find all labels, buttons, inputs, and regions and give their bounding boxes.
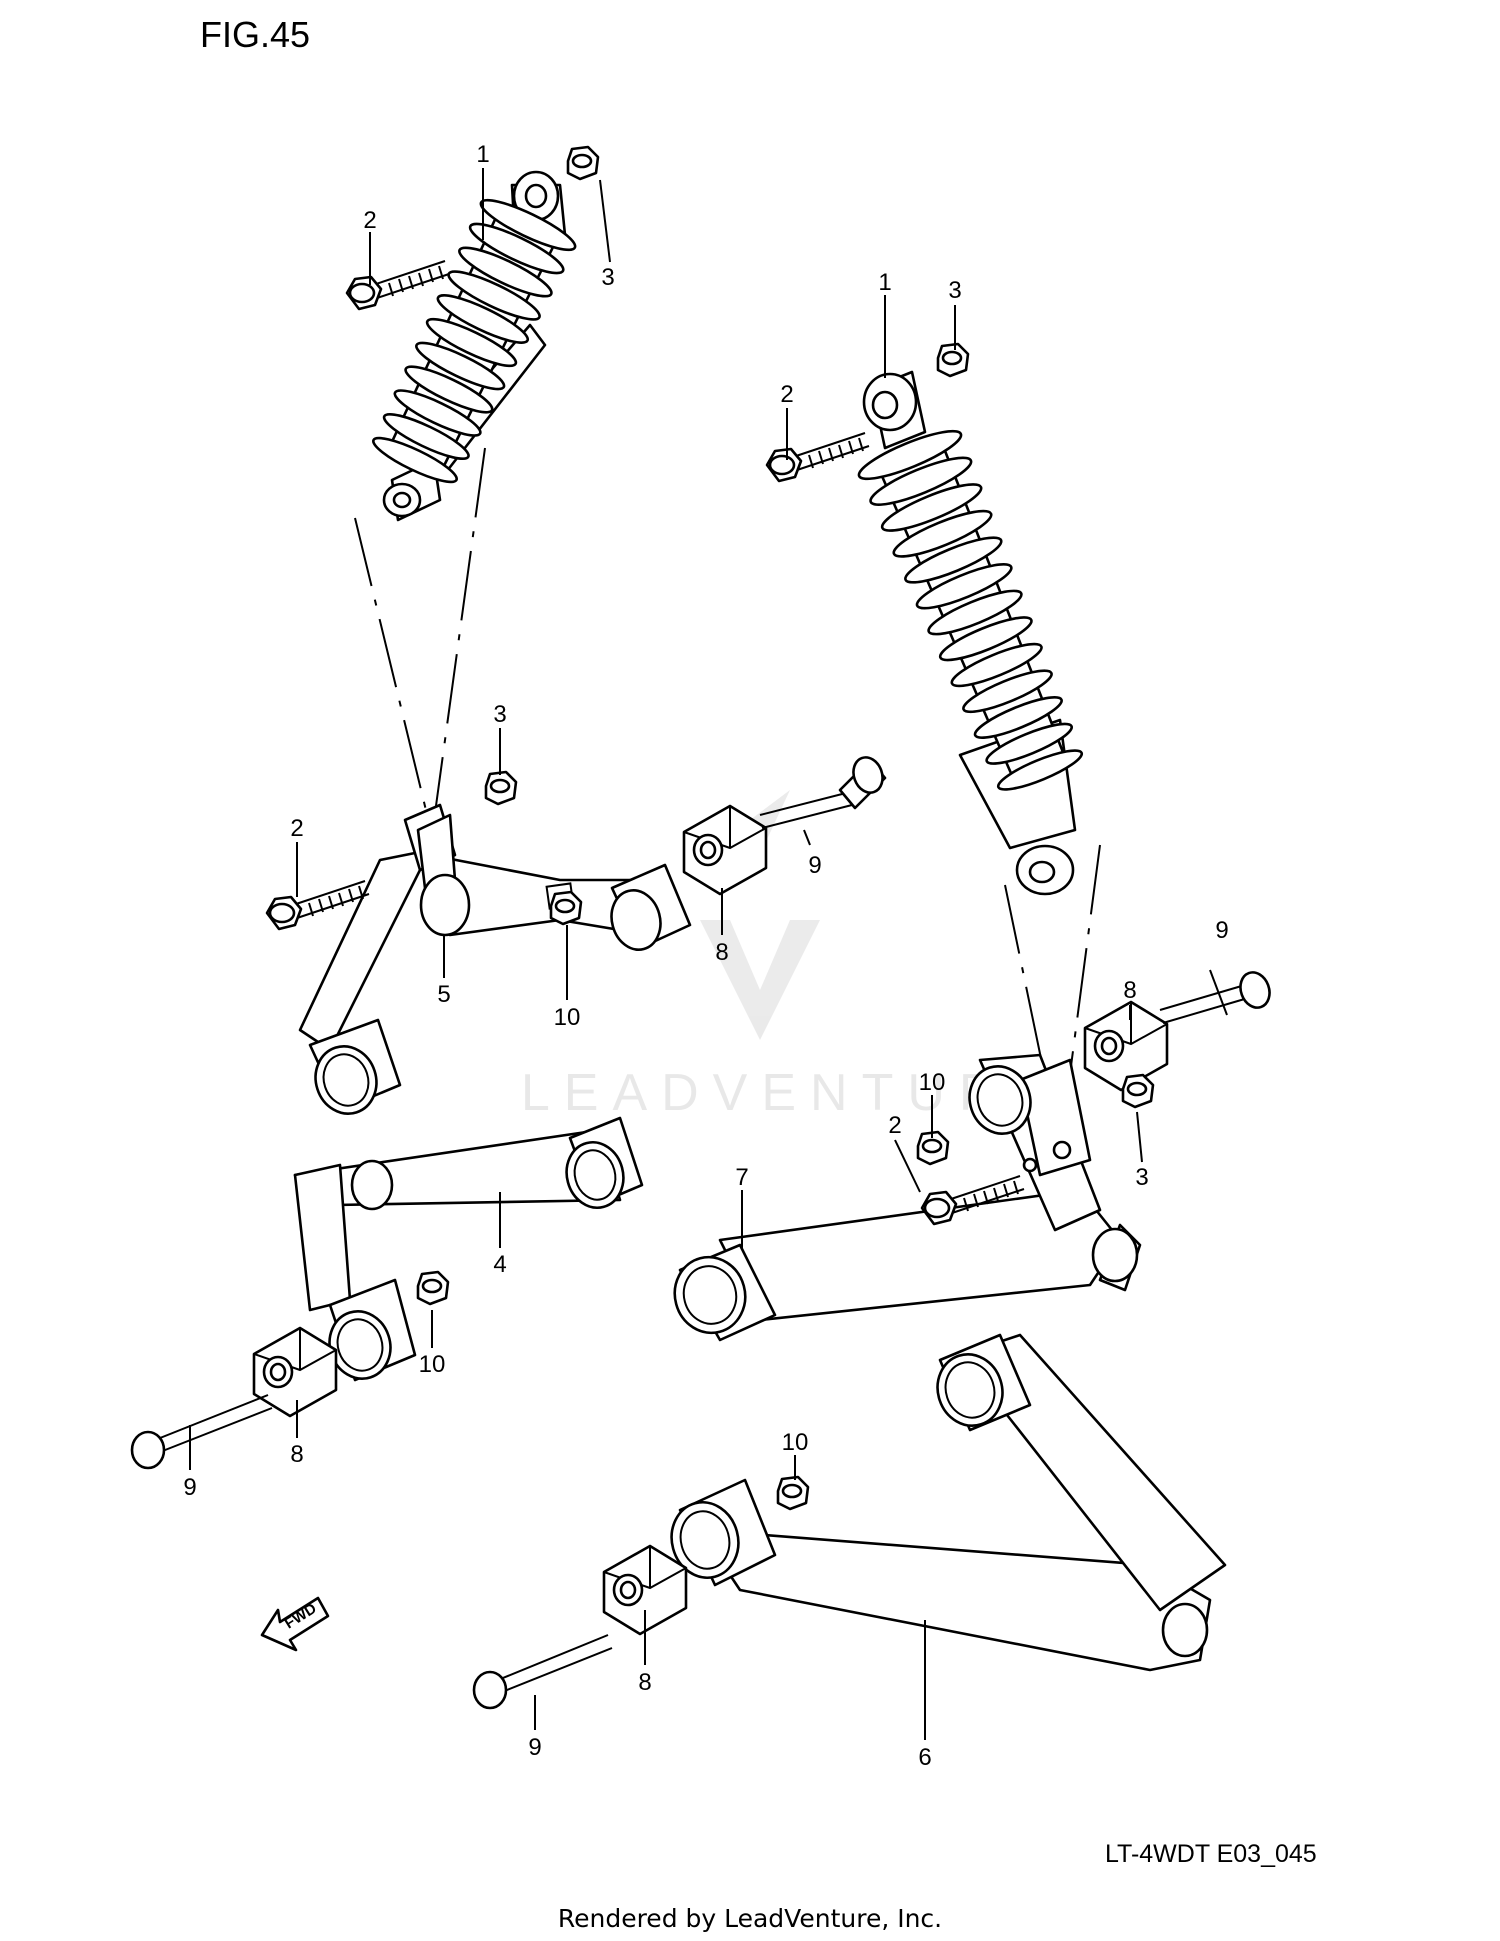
callout-4: 4 [493,1251,506,1278]
spring-coil [869,456,973,506]
callout-8: 8 [638,1669,651,1696]
suspension-arm-7[interactable] [666,1053,1142,1342]
watermark: LEADVENTURE [521,790,1059,1122]
callout-1: 1 [878,269,891,296]
callout-8: 8 [1123,977,1136,1004]
spring-coil [468,222,565,275]
callout-10: 10 [419,1351,446,1378]
callout-9: 9 [808,852,821,879]
shock-absorber-left[interactable] [369,170,580,522]
long-bolt-9[interactable] [1159,968,1274,1024]
watermark-text: LEADVENTURE [521,1064,1059,1122]
spring-coil [382,412,470,461]
spring-coil [415,341,506,391]
spring-coil [425,317,518,368]
callout-7: 7 [735,1164,748,1191]
nut-3[interactable] [936,342,970,378]
callout-3: 3 [601,264,614,291]
callout-3: 3 [948,277,961,304]
callout-5: 5 [437,981,450,1008]
nut-10[interactable] [776,1475,810,1511]
forward-direction-arrow: FWD [260,1596,330,1652]
spring-coil [962,669,1053,714]
nut-3[interactable] [484,770,518,806]
spring-coil [927,589,1023,636]
spring-coil [436,294,530,344]
long-bolt-9[interactable] [472,1634,613,1710]
callout-2: 2 [888,1112,901,1139]
spring-coil [892,509,993,558]
spring-coil [880,483,983,532]
long-bolt-9[interactable] [759,753,887,829]
callout-6: 6 [918,1744,931,1771]
nut-3[interactable] [566,145,600,181]
spring-coil [950,642,1043,688]
assembly-line [431,447,486,836]
bushing-8[interactable] [682,804,768,896]
shock-absorber-right[interactable] [855,370,1086,896]
spring-coil [458,246,553,298]
callout-labels: 1 2 3 1 2 3 3 2 5 10 9 8 9 8 10 2 3 7 4 … [183,141,1228,1771]
callout-8: 8 [290,1441,303,1468]
spring-coil [404,365,494,414]
spring-coil [904,536,1003,584]
figure-title: FIG.45 [200,14,311,55]
assembly-line [354,517,433,836]
bolt-2[interactable] [345,259,451,311]
nut-3[interactable] [1121,1073,1155,1109]
callout-3: 3 [1135,1164,1148,1191]
suspension-arm-6[interactable] [663,1333,1227,1672]
spring-coil [915,562,1013,610]
callout-10: 10 [554,1004,581,1031]
nut-10[interactable] [416,1270,450,1306]
leader-lines [189,168,1228,1740]
rendered-by-footer: Rendered by LeadVenture, Inc. [557,1904,943,1933]
suspension-arm-5[interactable] [298,803,692,1122]
callout-10: 10 [919,1069,946,1096]
callout-2: 2 [363,207,376,234]
spring-coil [938,616,1033,662]
nut-10[interactable] [549,890,583,926]
callout-3: 3 [493,701,506,728]
spring-coil [857,429,963,481]
spring-coil [393,389,482,437]
callout-9: 9 [1215,917,1228,944]
callout-10: 10 [782,1429,809,1456]
callout-1: 1 [476,141,489,168]
bushing-8[interactable] [252,1326,338,1418]
callout-2: 2 [780,381,793,408]
spring-coil [372,436,458,484]
long-bolt-9[interactable] [130,1394,273,1470]
callout-9: 9 [528,1734,541,1761]
bolt-2[interactable] [765,431,871,483]
spring-coil [479,198,577,252]
callout-9: 9 [183,1474,196,1501]
callout-8: 8 [715,939,728,966]
diagram-code: LT-4WDT E03_045 [1105,1840,1317,1868]
spring-coil [996,749,1084,791]
suspension-arm-4[interactable] [293,1116,644,1387]
spring-coil [985,722,1074,765]
spring-coil [973,696,1063,739]
callout-2: 2 [290,815,303,842]
